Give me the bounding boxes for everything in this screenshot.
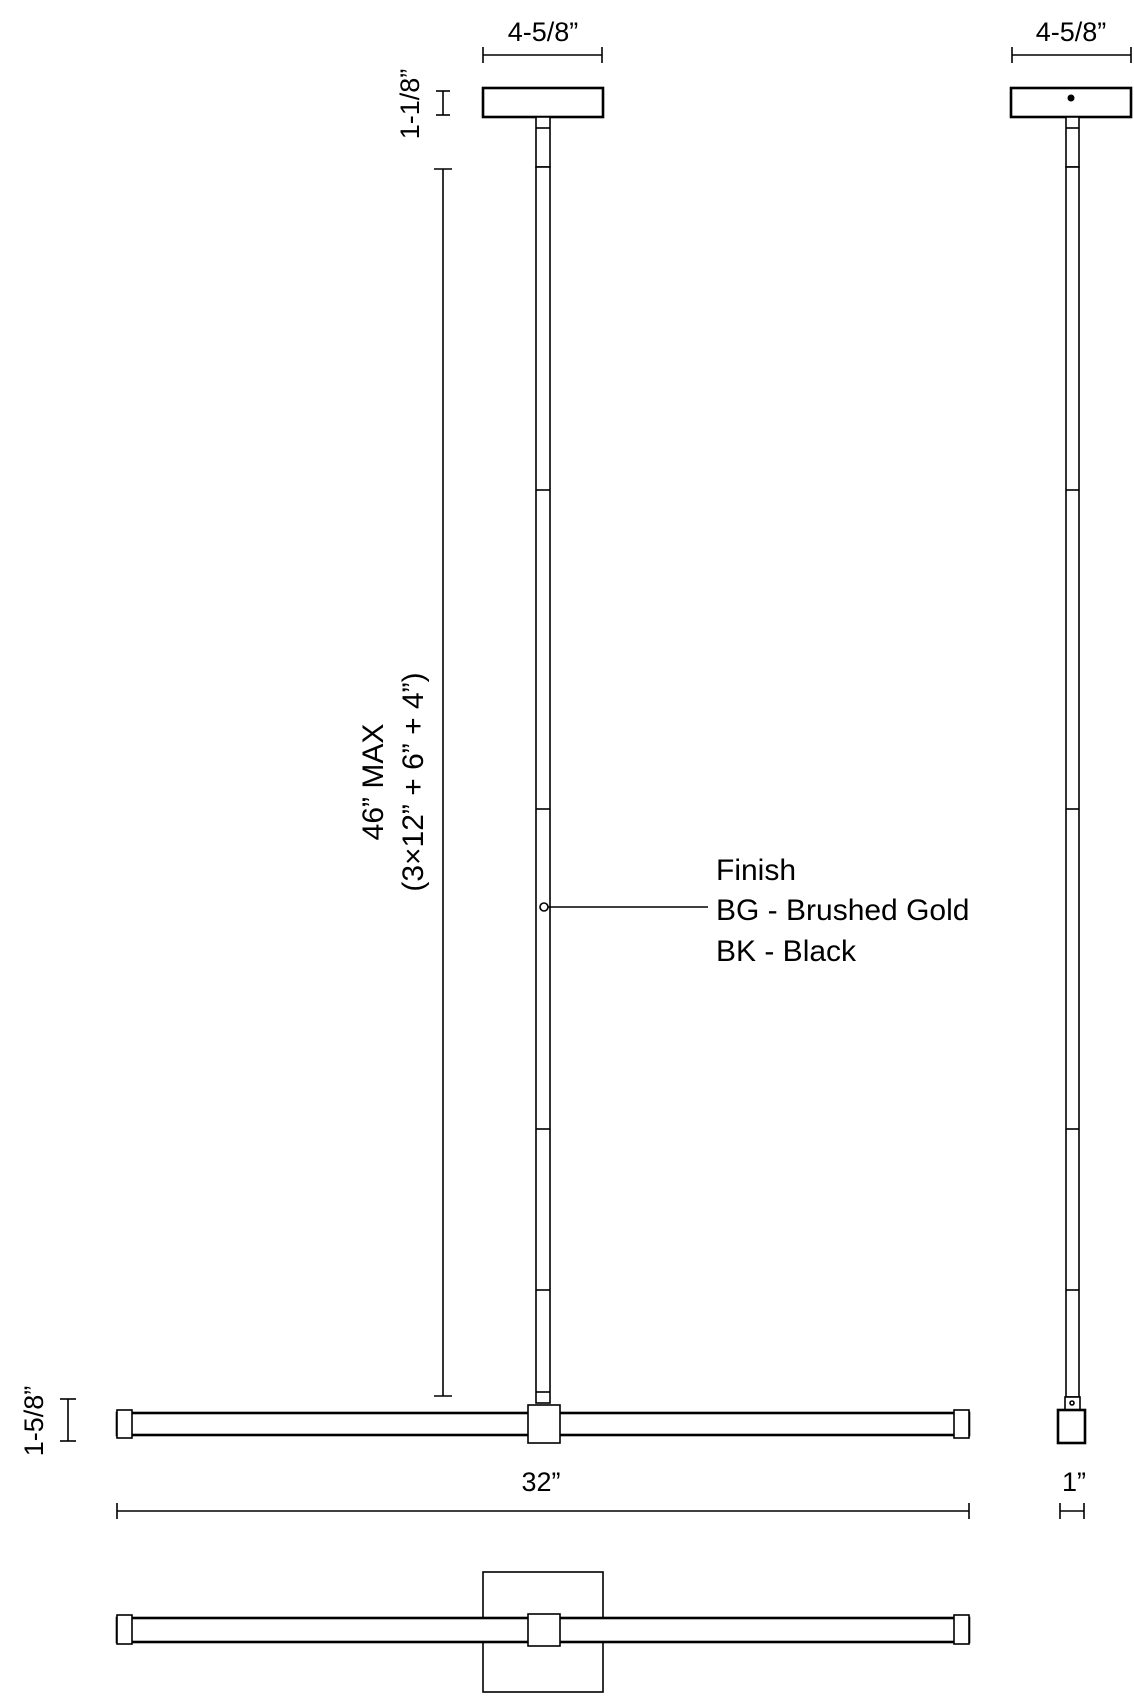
bar-depth-dimension: 1” — [1059, 1467, 1086, 1519]
svg-text:BG - Brushed Gold: BG - Brushed Gold — [716, 894, 969, 927]
drop-length-dimension: 46” MAX (3×12” + 6” + 4”) — [357, 168, 452, 1397]
svg-text:32”: 32” — [521, 1467, 560, 1497]
bar-height-dimension: 1-5/8” — [19, 1386, 76, 1457]
svg-text:Finish: Finish — [716, 854, 796, 887]
side-canopy-width-dimension: 4-5/8” — [1011, 17, 1132, 63]
svg-text:1-5/8”: 1-5/8” — [19, 1386, 49, 1457]
svg-text:1”: 1” — [1062, 1467, 1086, 1497]
top-view — [115, 1571, 971, 1693]
svg-text:4-5/8”: 4-5/8” — [508, 17, 579, 47]
stem — [535, 116, 551, 1404]
svg-text:4-5/8”: 4-5/8” — [1036, 17, 1107, 47]
svg-text:BK - Black: BK - Black — [716, 935, 857, 968]
svg-text:1-1/8”: 1-1/8” — [395, 69, 425, 140]
finish-callout: Finish BG - Brushed Gold BK - Black — [539, 854, 969, 968]
svg-text:46” MAX: 46” MAX — [357, 724, 390, 841]
side-view: 4-5/8” 1” — [1009, 17, 1133, 1519]
side-canopy — [1009, 86, 1133, 119]
canopy-height-dimension: 1-1/8” — [395, 69, 450, 140]
canopy-screw — [1067, 94, 1075, 102]
side-stem — [1064, 116, 1081, 1411]
canopy — [481, 86, 605, 119]
canopy-width-dimension: 4-5/8” — [482, 17, 603, 63]
bar-length-dimension: 32” — [116, 1467, 970, 1519]
light-bar — [115, 1404, 971, 1444]
front-view: 4-5/8” 1-1/8” 46” MAX (3×12” — [19, 17, 971, 1519]
side-bar-profile — [1056, 1408, 1087, 1445]
svg-text:(3×12” + 6” + 4”): (3×12” + 6” + 4”) — [397, 672, 430, 891]
